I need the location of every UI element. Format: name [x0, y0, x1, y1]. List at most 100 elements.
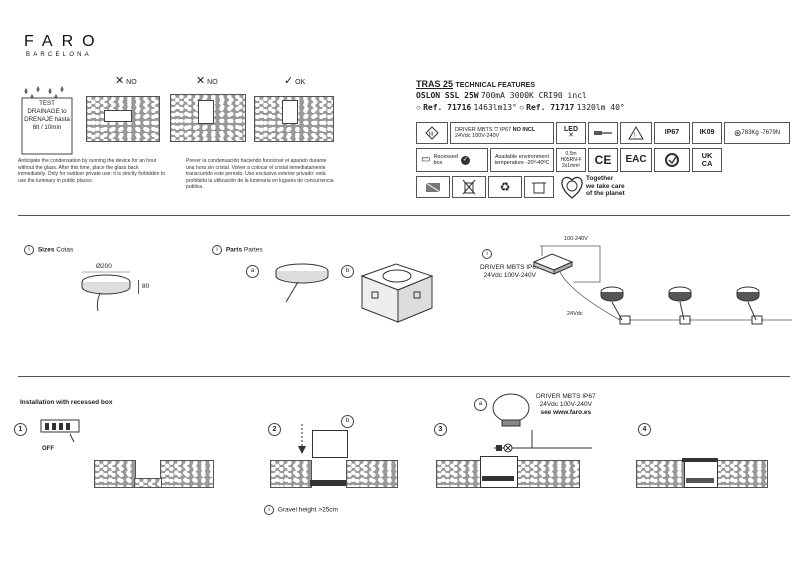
part-b-marker-2: b	[341, 415, 354, 428]
driver-ip: IP67	[499, 127, 512, 133]
recessed-box-cell: ▭ Recessed box ✓	[416, 148, 488, 172]
ce-mark: CE	[588, 148, 618, 172]
installed-box	[684, 460, 718, 488]
check-icon: ✓	[284, 75, 294, 87]
no-label-2: ✕ NO	[196, 75, 218, 87]
gravel-layer	[482, 476, 514, 481]
install-driver-line: DRIVER MBTS IP67	[536, 393, 596, 400]
sizes-heading: i Sizes Cotas	[24, 245, 73, 255]
model-name: TRAS 25	[416, 79, 454, 89]
led-text: LED	[564, 126, 578, 133]
gravel-note: i Gravel height >25cm	[264, 505, 338, 515]
height-label: 80	[142, 283, 150, 290]
wiring-driver-label: DRIVER MBTS IP67 24Vdc 100V-240V	[480, 264, 540, 280]
logo-wordmark: FARO	[24, 33, 104, 50]
install-driver-line: 24Vdc 100V-240V	[539, 401, 592, 408]
ac-voltage-label: 100-240V	[564, 236, 588, 242]
planet-line: of the planet	[586, 190, 625, 197]
weight-value: 783Kg -7679N	[741, 130, 781, 136]
refs-line: ○ Ref. 71716 1463lm13° ○ Ref. 71717 1320…	[416, 103, 625, 112]
step-2-marker: 2	[268, 423, 281, 436]
parts-label: Parts	[225, 246, 243, 254]
env-line: Available environment	[494, 154, 549, 160]
info-icon: i	[264, 505, 274, 515]
cross-icon: ✕	[115, 75, 125, 87]
faro-logo: FARO BARCELONA	[24, 33, 104, 58]
ref2-label: Ref. 71717	[526, 103, 575, 112]
ground-left	[436, 460, 482, 488]
radio-icon: ○	[519, 103, 524, 112]
led-icon-cell: LED ✕	[556, 122, 586, 144]
ukca-bottom: CA	[701, 159, 713, 168]
drainage-drops-icon	[21, 86, 73, 155]
tech-heading: TECHNICAL FEATURES	[455, 82, 535, 89]
drainage-test-line: 6lt / 10min	[32, 124, 62, 131]
planet-line: Together	[586, 175, 614, 182]
fixture-shape	[198, 100, 214, 124]
included-check-icon: ✓	[460, 155, 470, 165]
install-heading: Installation with recessed box	[20, 399, 113, 406]
esd-warning-icon: !	[620, 122, 652, 144]
recessed-line: Recessed	[433, 154, 458, 160]
ip67-badge: IP67	[654, 122, 690, 144]
logo-subtitle: BARCELONA	[26, 52, 92, 58]
height-dim-line	[138, 280, 139, 294]
sizes-label-es: Cotas	[56, 246, 74, 254]
cable-spec-cell: 0,5m H05RN-F 2x1mm²	[556, 148, 586, 172]
led-model: OSLON SSL 25W	[416, 91, 479, 100]
install-driver-label: DRIVER MBTS IP67 24Vdc 100V-240V see www…	[536, 393, 596, 417]
part-b-marker: b	[341, 265, 354, 278]
box-icon: ▭	[421, 154, 431, 165]
shield-icon: ⛉	[494, 127, 499, 133]
parts-heading: i Parts Partes	[212, 245, 263, 255]
info-icon: i	[212, 245, 222, 255]
off-label: OFF	[42, 446, 54, 452]
ok-label: ✓ OK	[284, 75, 306, 87]
breaker-icon	[40, 418, 80, 448]
dc-voltage-label: 24Vdc	[567, 311, 583, 317]
recessed-box-drawing	[312, 430, 348, 458]
gravel-text: Gravel height >25cm	[277, 506, 338, 514]
divider-2	[18, 376, 790, 377]
recycle-bin-icon	[524, 176, 554, 198]
ik09-badge: IK09	[692, 122, 722, 144]
wiring-driver-line: 24Vdc 100V-240V	[483, 272, 536, 279]
planet-line: we take care	[586, 182, 625, 190]
weight-icon: ⊛	[733, 128, 742, 138]
ground-right	[160, 460, 214, 488]
driver-not-included: NO INCL	[512, 127, 536, 133]
recycling-mark-icon	[654, 148, 690, 172]
no-label-1: ✕ NO	[115, 75, 137, 87]
divider-1	[18, 215, 790, 216]
install-driver-line: see www.faro.es	[540, 409, 592, 416]
step3-wiring	[486, 428, 596, 458]
recycle-icon: ♻	[488, 176, 522, 198]
ground-left	[636, 460, 686, 488]
sizes-label: Sizes	[37, 246, 55, 254]
ukca-top: UK	[701, 151, 713, 160]
wiring-diagram	[530, 236, 796, 336]
env-line: temperature -20º-40ºC	[494, 160, 550, 166]
drainage-text-es: Prever la condensación haciendo funciona…	[186, 158, 334, 190]
cross-icon: ✕	[196, 75, 206, 87]
weight-cell: ⊛ 783Kg -7679N	[724, 122, 790, 144]
ground-left	[94, 460, 136, 488]
ref1-value: 1463lm13°	[473, 103, 517, 112]
step-3-marker: 3	[434, 423, 447, 436]
packaging-icon	[416, 176, 450, 198]
no-replace-icon: ✕	[568, 132, 574, 139]
installed-luminaire-rim	[682, 458, 718, 462]
part-b-recessed-box	[356, 256, 436, 326]
parts-label-es: Partes	[243, 246, 263, 254]
part-a-luminaire	[274, 262, 330, 306]
planet-slogan: Together we take care of the planet	[586, 175, 625, 198]
gravel-layer	[310, 480, 346, 486]
ground-right	[516, 460, 580, 488]
tech-title: TRAS 25 TECHNICAL FEATURES	[416, 79, 535, 89]
hole-base	[134, 478, 162, 488]
ukca-mark: UK CA	[692, 148, 722, 172]
drainage-test-line: DRAINAGE to	[27, 108, 67, 115]
step-4-marker: 4	[638, 423, 651, 436]
ref2-value: 1320lm 40°	[576, 103, 625, 112]
ground-right	[716, 460, 768, 488]
